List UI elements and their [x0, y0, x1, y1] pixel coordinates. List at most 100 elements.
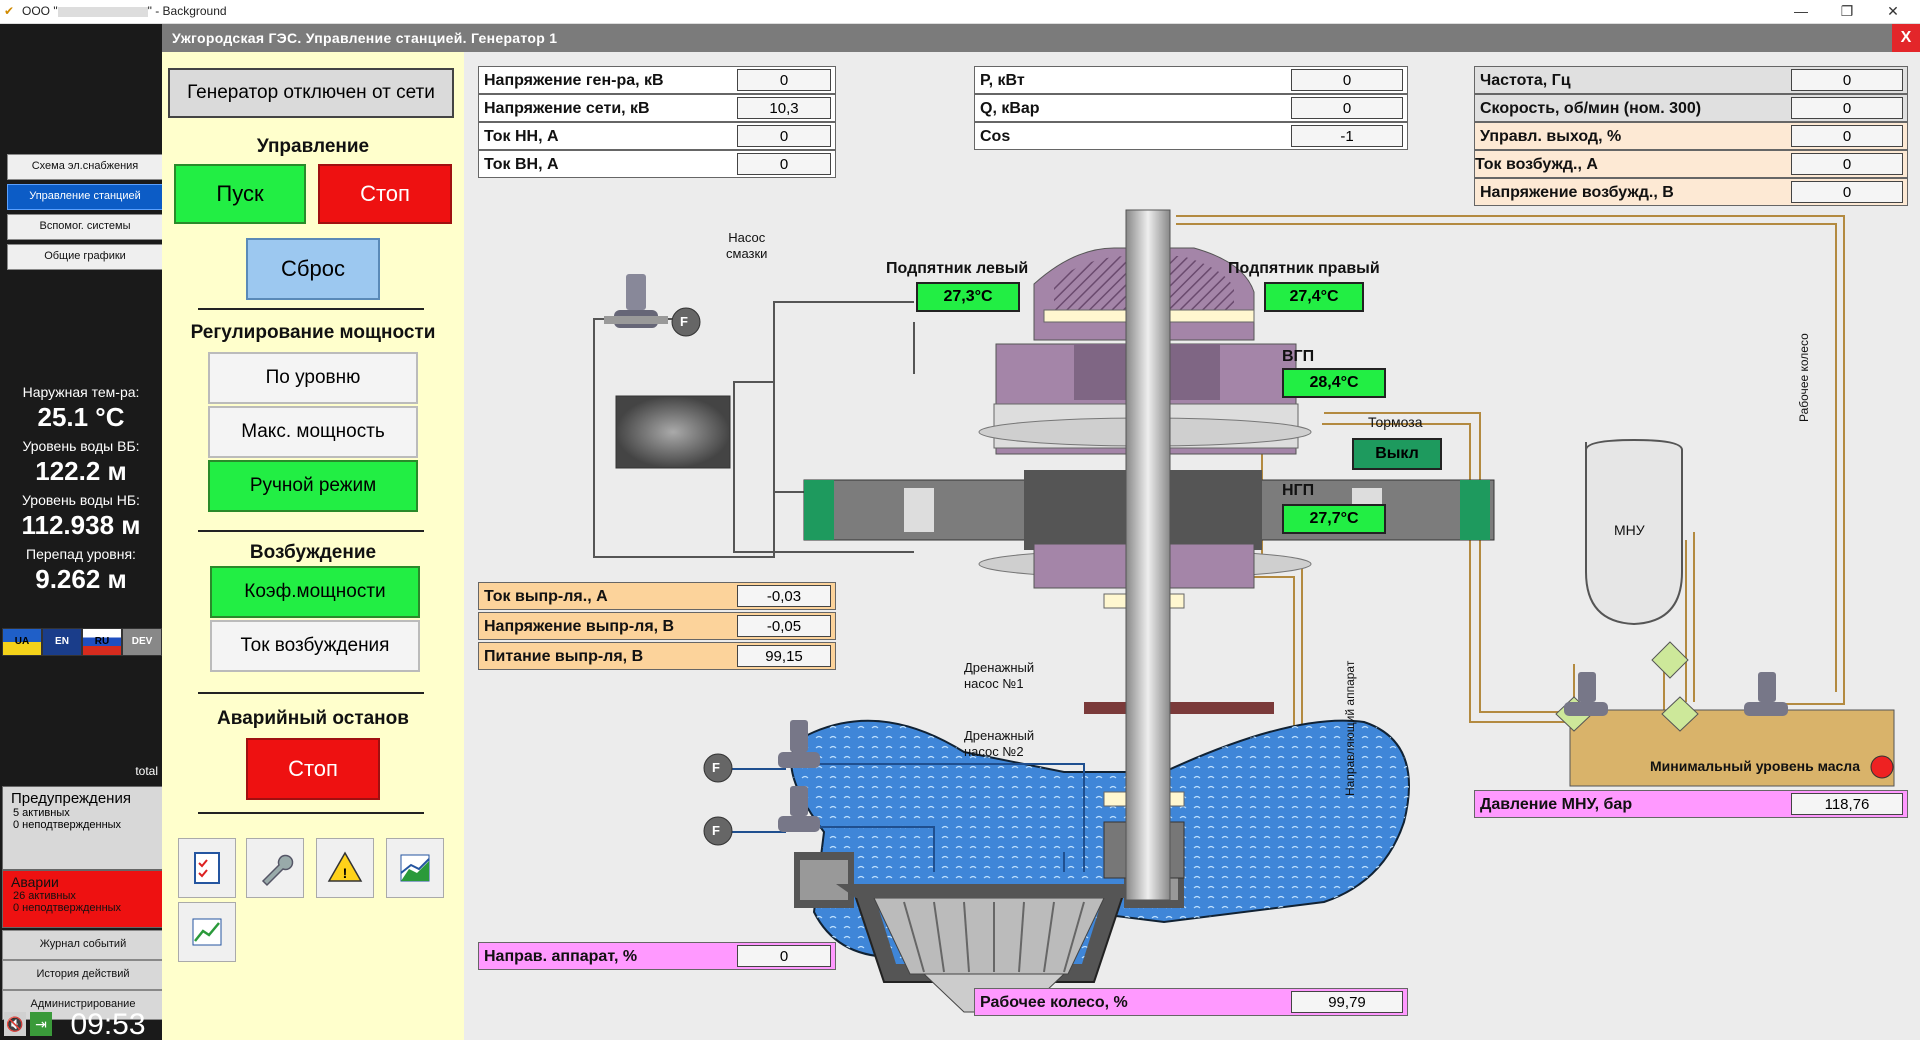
gen-voltage-value: 0: [737, 69, 831, 91]
lube-pump: [604, 274, 668, 328]
line-chart-icon[interactable]: [178, 902, 236, 962]
redacted-name: [57, 6, 148, 17]
wrench-icon[interactable]: [246, 838, 304, 898]
control-panel: Генератор отключен от сети Управление Пу…: [162, 52, 464, 1040]
runner-row: Рабочее колесо, %99,79: [974, 988, 1408, 1016]
nav-station-control[interactable]: Управление станцией: [7, 184, 163, 210]
flag-dev[interactable]: DEV: [122, 628, 162, 656]
flow-meter-drain-1: F: [712, 760, 720, 775]
runner-label: Рабочее колесо, %: [980, 994, 1128, 1011]
mute-icon[interactable]: 🔇: [4, 1012, 26, 1036]
alarms-panel[interactable]: Аварии 26 активных 0 неподтвержденных: [2, 870, 164, 928]
window-title-bar: ✔ ООО "" - Background — ❐ ✕: [0, 0, 1920, 24]
warnings-panel[interactable]: Предупреждения 5 активных 0 неподтвержде…: [2, 786, 164, 870]
power-mode-manual[interactable]: Ручной режим: [208, 460, 418, 512]
svg-text:!: !: [343, 865, 348, 881]
excitation-voltage-value: 0: [1791, 181, 1903, 203]
lube-pump-label: Насос смазки: [726, 230, 768, 261]
minimize-button[interactable]: —: [1794, 3, 1808, 19]
clock: 09:53: [70, 1008, 146, 1041]
excitation-current[interactable]: Ток возбуждения: [210, 620, 420, 672]
rectifier-current-value: -0,03: [737, 585, 831, 607]
window-title: ООО "" - Background: [22, 4, 227, 18]
power-title: Регулирование мощности: [190, 322, 436, 343]
stop-button[interactable]: Стоп: [318, 164, 452, 224]
flag-ru[interactable]: RU: [82, 628, 122, 656]
excitation-power-factor[interactable]: Коэф.мощности: [210, 566, 420, 618]
checklist-icon[interactable]: [178, 838, 236, 898]
separator: [198, 308, 424, 310]
app-icon: ✔: [4, 4, 15, 18]
thrust-left-label: Подпятник левый: [886, 260, 1029, 277]
maximize-button[interactable]: ❐: [1840, 3, 1854, 19]
grid-voltage-label: Напряжение сети, кВ: [484, 100, 650, 117]
min-oil-label: Минимальный уровень масла: [1650, 758, 1860, 774]
warnings-title: Предупреждения: [11, 790, 131, 807]
grid-voltage-value: 10,3: [737, 97, 831, 119]
control-output-label: Управл. выход, %: [1480, 128, 1622, 145]
brakes-label: Тормоза: [1368, 414, 1423, 430]
guide-vane-label: Направ. аппарат, %: [484, 948, 638, 965]
separator: [198, 530, 424, 532]
alarms-unconfirmed: 0 неподтвержденных: [13, 902, 122, 914]
lv-current-value: 0: [737, 125, 831, 147]
reset-button[interactable]: Сброс: [246, 238, 380, 300]
rectifier-voltage-row: Напряжение выпр-ля, В -0,05: [478, 612, 836, 640]
control-title: Управление: [256, 136, 370, 157]
flag-en[interactable]: EN: [42, 628, 82, 656]
warning-icon[interactable]: !: [316, 838, 374, 898]
speed-row: Скорость, об/мин (ном. 300)0: [1474, 94, 1908, 122]
event-log-button[interactable]: Журнал событий: [2, 930, 164, 960]
cos-label: Cos: [980, 128, 1011, 145]
window-close-button[interactable]: ✕: [1887, 3, 1899, 19]
gen-voltage-label: Напряжение ген-ра, кВ: [484, 72, 664, 89]
action-history-button[interactable]: История действий: [2, 960, 164, 990]
drain-pump-1-label: Дренажный насос №1: [964, 660, 1035, 691]
rectifier-current-label: Ток выпр-ля., А: [484, 588, 608, 605]
admin-button[interactable]: Администрирование: [2, 990, 164, 1020]
guide-pipe-label: Направляющий аппарат: [1343, 660, 1357, 796]
speed-label: Скорость, об/мин (ном. 300): [1480, 100, 1702, 117]
warnings-active: 5 активных: [13, 807, 70, 819]
rectifier-current-row: Ток выпр-ля., А -0,03: [478, 582, 836, 610]
alarms-title: Аварии: [11, 874, 59, 890]
area-chart-icon[interactable]: [386, 838, 444, 898]
control-output-row: Управл. выход, %0: [1474, 122, 1908, 150]
app-close-button[interactable]: X: [1892, 24, 1920, 52]
thrust-right-label: Подпятник правый: [1228, 260, 1380, 277]
reactive-power-label: Q, кВар: [980, 100, 1040, 117]
start-button[interactable]: Пуск: [174, 164, 306, 224]
mnu-label: МНУ: [1614, 522, 1645, 538]
brakes-button[interactable]: Выкл: [1352, 438, 1442, 470]
logout-icon[interactable]: ⇥: [30, 1012, 52, 1036]
vgp-label: ВГП: [1282, 348, 1315, 365]
flag-ua[interactable]: UA: [2, 628, 42, 656]
cos-value: -1: [1291, 125, 1403, 147]
nav-general-charts[interactable]: Общие графики: [7, 244, 163, 270]
upper-water-value: 122.2 м: [35, 456, 127, 486]
ngp-value: 27,7°C: [1282, 504, 1386, 534]
nav-aux-systems[interactable]: Вспомог. системы: [7, 214, 163, 240]
mnu-pressure-value: 118,76: [1791, 793, 1903, 815]
thrust-left-value: 27,3°C: [916, 282, 1020, 312]
warnings-unconfirmed: 0 неподтвержденных: [13, 819, 122, 831]
lower-water-value: 112.938 м: [21, 510, 141, 540]
nav-power-supply[interactable]: Схема эл.снабжения: [7, 154, 163, 180]
power-mode-max[interactable]: Макс. мощность: [208, 406, 418, 458]
excitation-current-label: Ток возбужд., А: [1475, 156, 1598, 173]
drain-pump-2-label: Дренажный насос №2: [964, 728, 1035, 759]
power-mode-level[interactable]: По уровню: [208, 352, 418, 404]
rectifier-voltage-value: -0,05: [737, 615, 831, 637]
active-power-label: P, кВт: [980, 72, 1025, 89]
rectifier-voltage-label: Напряжение выпр-ля, В: [484, 618, 675, 635]
ngp-label: НГП: [1282, 482, 1315, 499]
emergency-stop-button[interactable]: Стоп: [246, 738, 380, 800]
level-diff-label: Перепад уровня:: [26, 546, 136, 562]
lower-water-label: Уровень воды НБ:: [22, 492, 140, 508]
hv-current-value: 0: [737, 153, 831, 175]
